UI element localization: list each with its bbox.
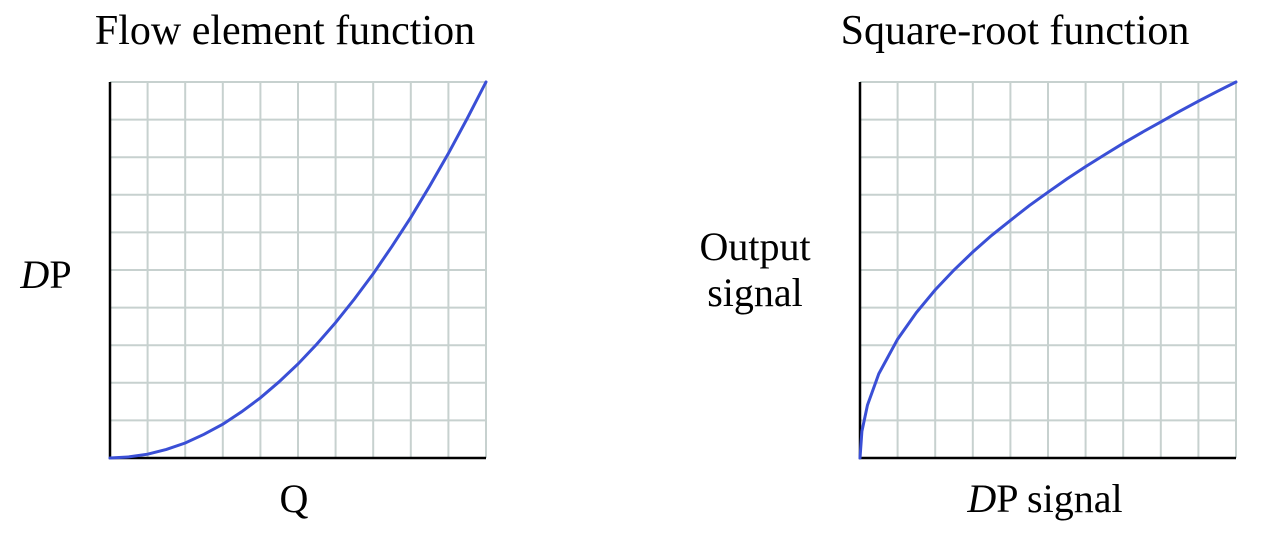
x-axis-label-italic: D (966, 476, 996, 521)
y-axis-label-line-2: signal (707, 270, 803, 315)
grid (860, 81, 1237, 458)
y-axis-label: DP (19, 252, 71, 297)
grid (110, 81, 487, 458)
y-axis-label-rest: P (49, 252, 71, 297)
chart-title: Square-root function (841, 8, 1190, 54)
y-axis-label-italic: D (19, 252, 49, 297)
chart-flow-element: Flow element function DP Q (19, 8, 488, 521)
x-axis-label: DP signal (966, 476, 1122, 521)
x-axis-label: Q (280, 476, 309, 521)
x-axis-label-rest: P signal (996, 476, 1122, 521)
chart-square-root: Square-root function Output signal DP si… (699, 8, 1238, 521)
series-line (108, 80, 488, 460)
y-axis-label-line-1: Output (699, 224, 810, 269)
series-line (858, 80, 1238, 460)
chart-title: Flow element function (95, 8, 475, 54)
